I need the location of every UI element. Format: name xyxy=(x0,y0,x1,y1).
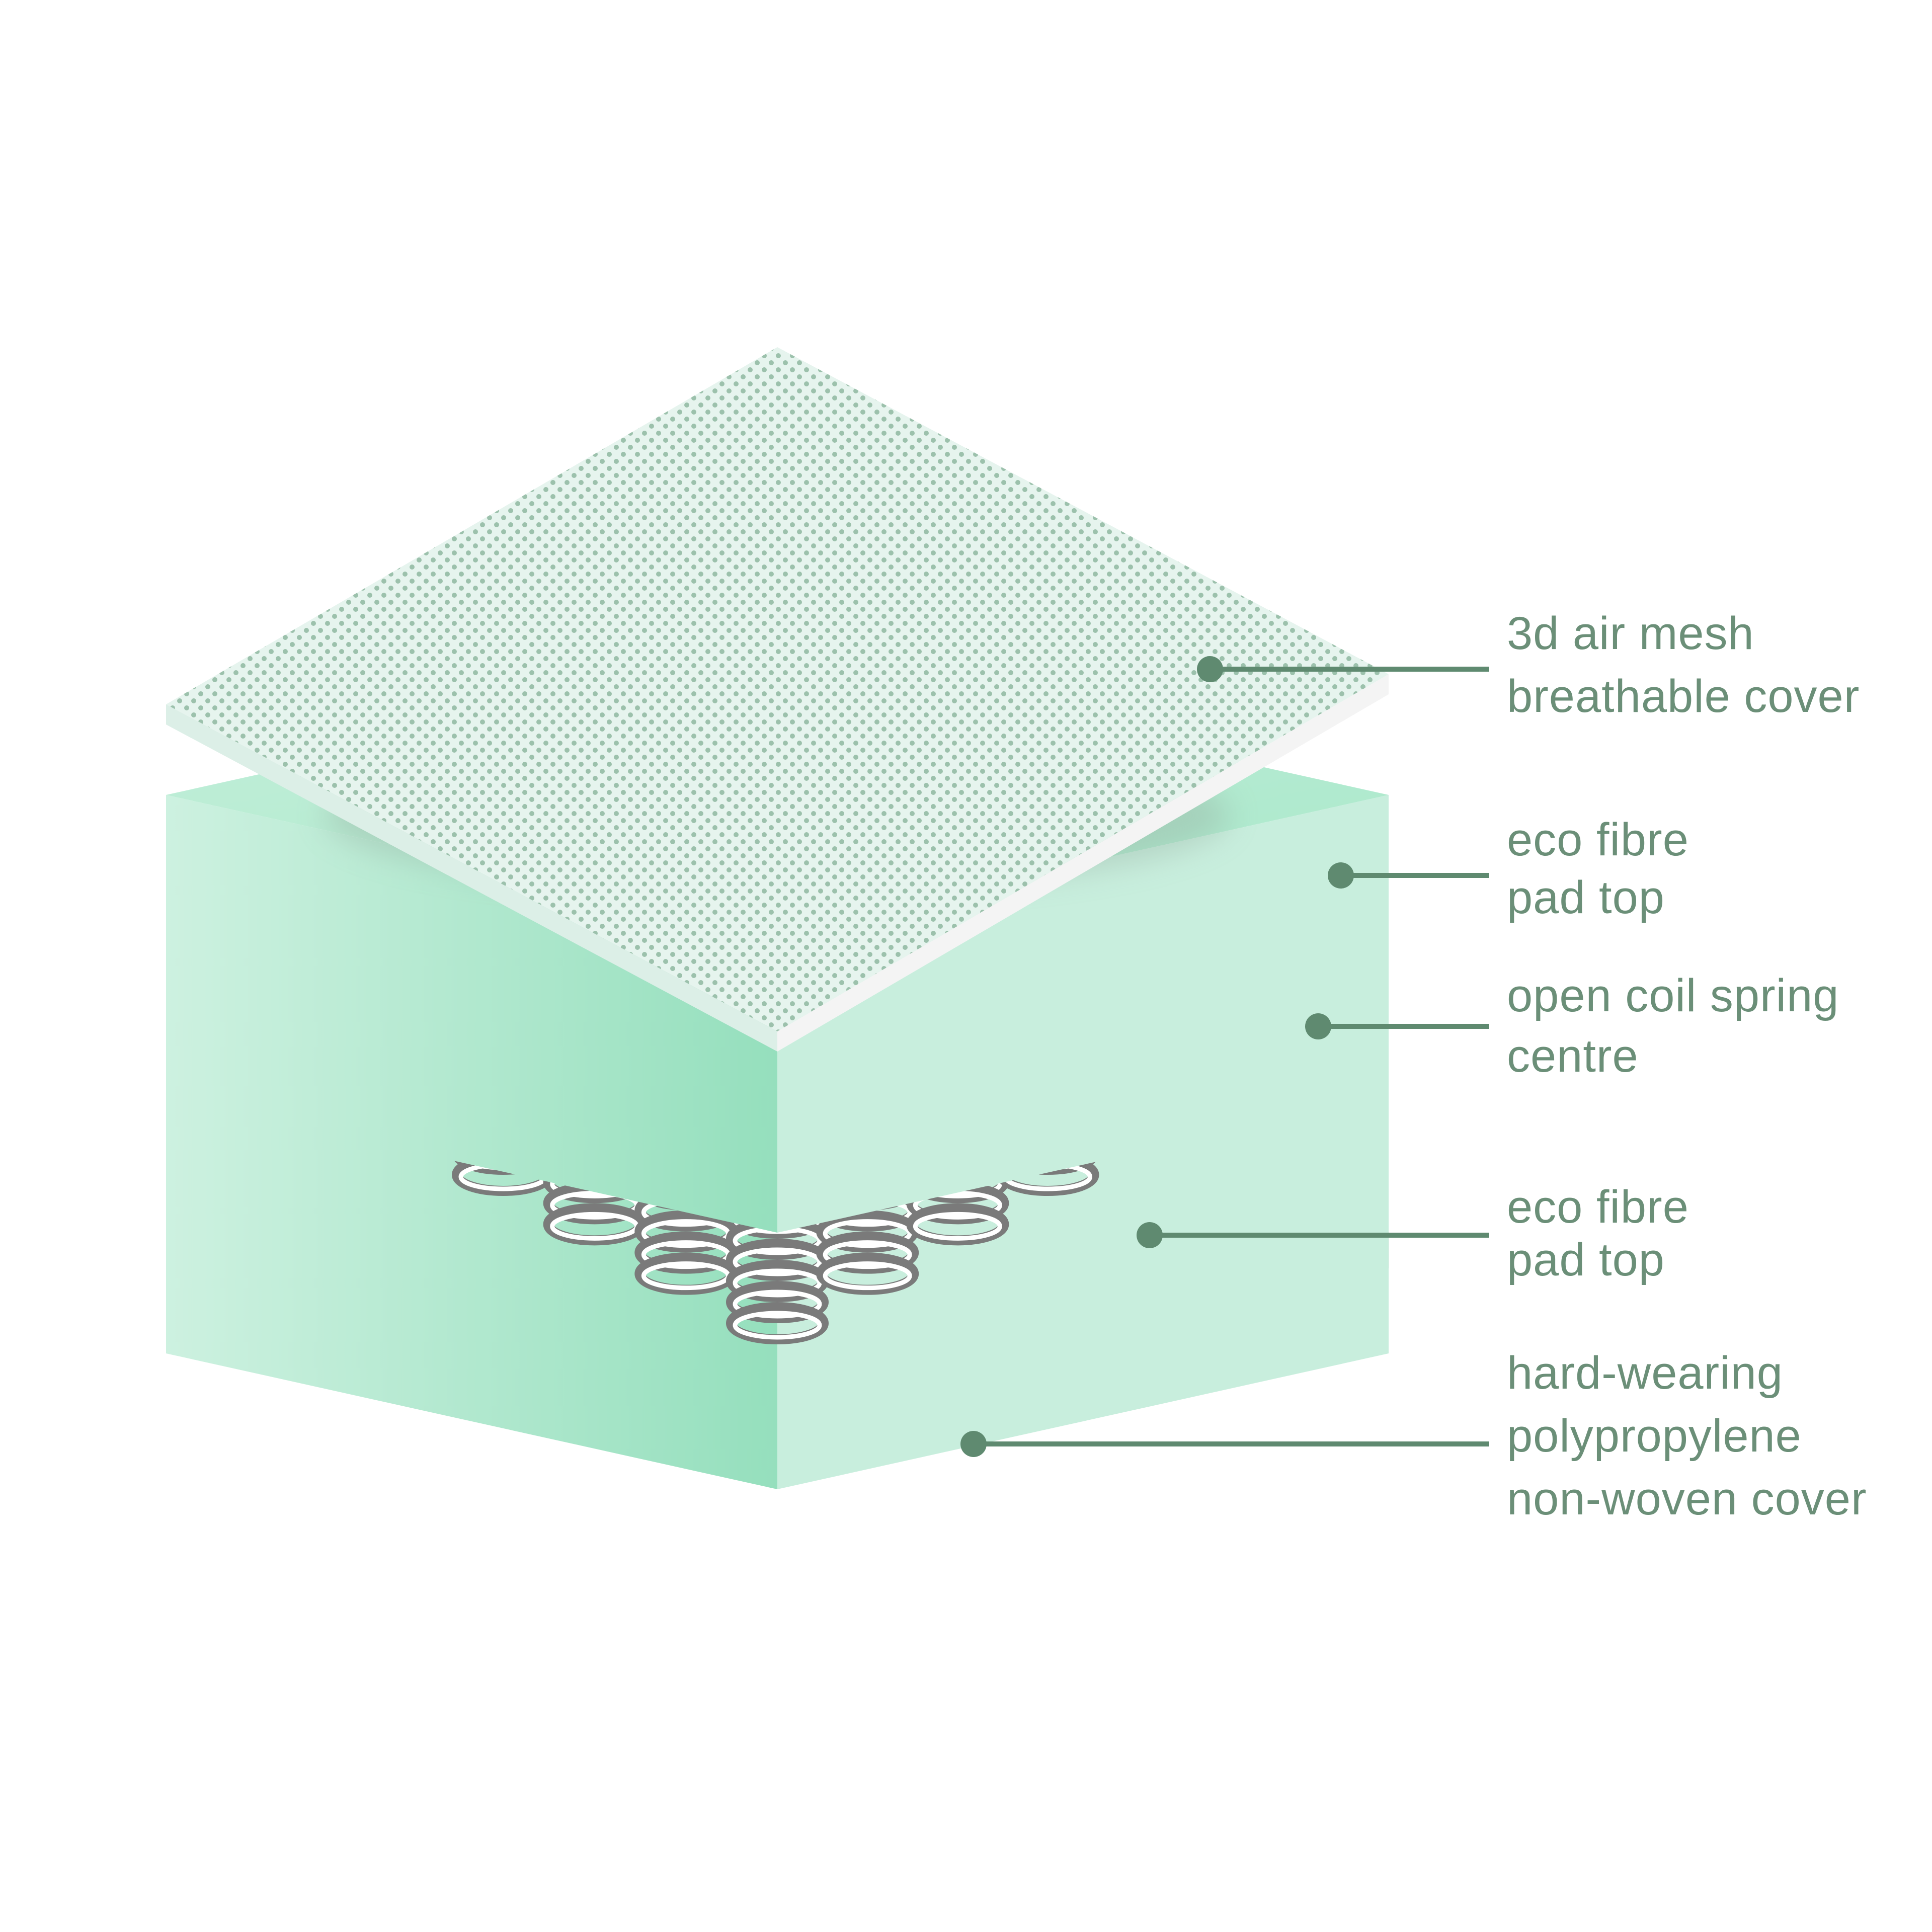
label-mesh-cover-line-1: 3d air mesh xyxy=(1507,608,1754,659)
label-base-cover-line-2: polypropylene xyxy=(1507,1410,1802,1462)
label-top-pad: eco fibre pad top xyxy=(1507,814,1702,923)
label-bottom-pad-line-2: pad top xyxy=(1507,1234,1665,1285)
label-spring-centre-line-2: centre xyxy=(1507,1030,1639,1082)
label-base-cover: hard-wearing polypropylene non-woven cov… xyxy=(1507,1347,1867,1524)
label-mesh-cover: 3d air mesh breathable cover xyxy=(1507,608,1860,722)
label-bottom-pad-line-1: eco fibre xyxy=(1507,1181,1689,1233)
label-spring-centre: open coil spring centre xyxy=(1507,970,1853,1082)
mesh-cover-left-side xyxy=(166,704,777,1052)
label-top-pad-line-1: eco fibre xyxy=(1507,814,1689,865)
leader-dot-top-pad xyxy=(1328,862,1354,889)
mesh-cover-right-side xyxy=(777,674,1389,1052)
label-base-cover-line-1: hard-wearing xyxy=(1507,1347,1783,1399)
leader-dot-base-cover xyxy=(960,1431,987,1457)
label-bottom-pad: eco fibre pad top xyxy=(1507,1181,1702,1285)
mesh-cover-dots xyxy=(166,347,1389,1031)
label-top-pad-line-2: pad top xyxy=(1507,872,1665,923)
leader-dot-mesh-cover xyxy=(1197,656,1223,682)
label-base-cover-line-3: non-woven cover xyxy=(1507,1473,1867,1524)
label-mesh-cover-line-2: breathable cover xyxy=(1507,671,1860,722)
leader-dot-bottom-pad xyxy=(1137,1222,1163,1248)
label-spring-centre-line-1: open coil spring xyxy=(1507,970,1839,1021)
mesh-cover-layer xyxy=(166,347,1389,1052)
callouts: 3d air mesh breathable cover eco fibre p… xyxy=(960,608,1867,1524)
leader-dot-spring-centre xyxy=(1305,1013,1331,1039)
